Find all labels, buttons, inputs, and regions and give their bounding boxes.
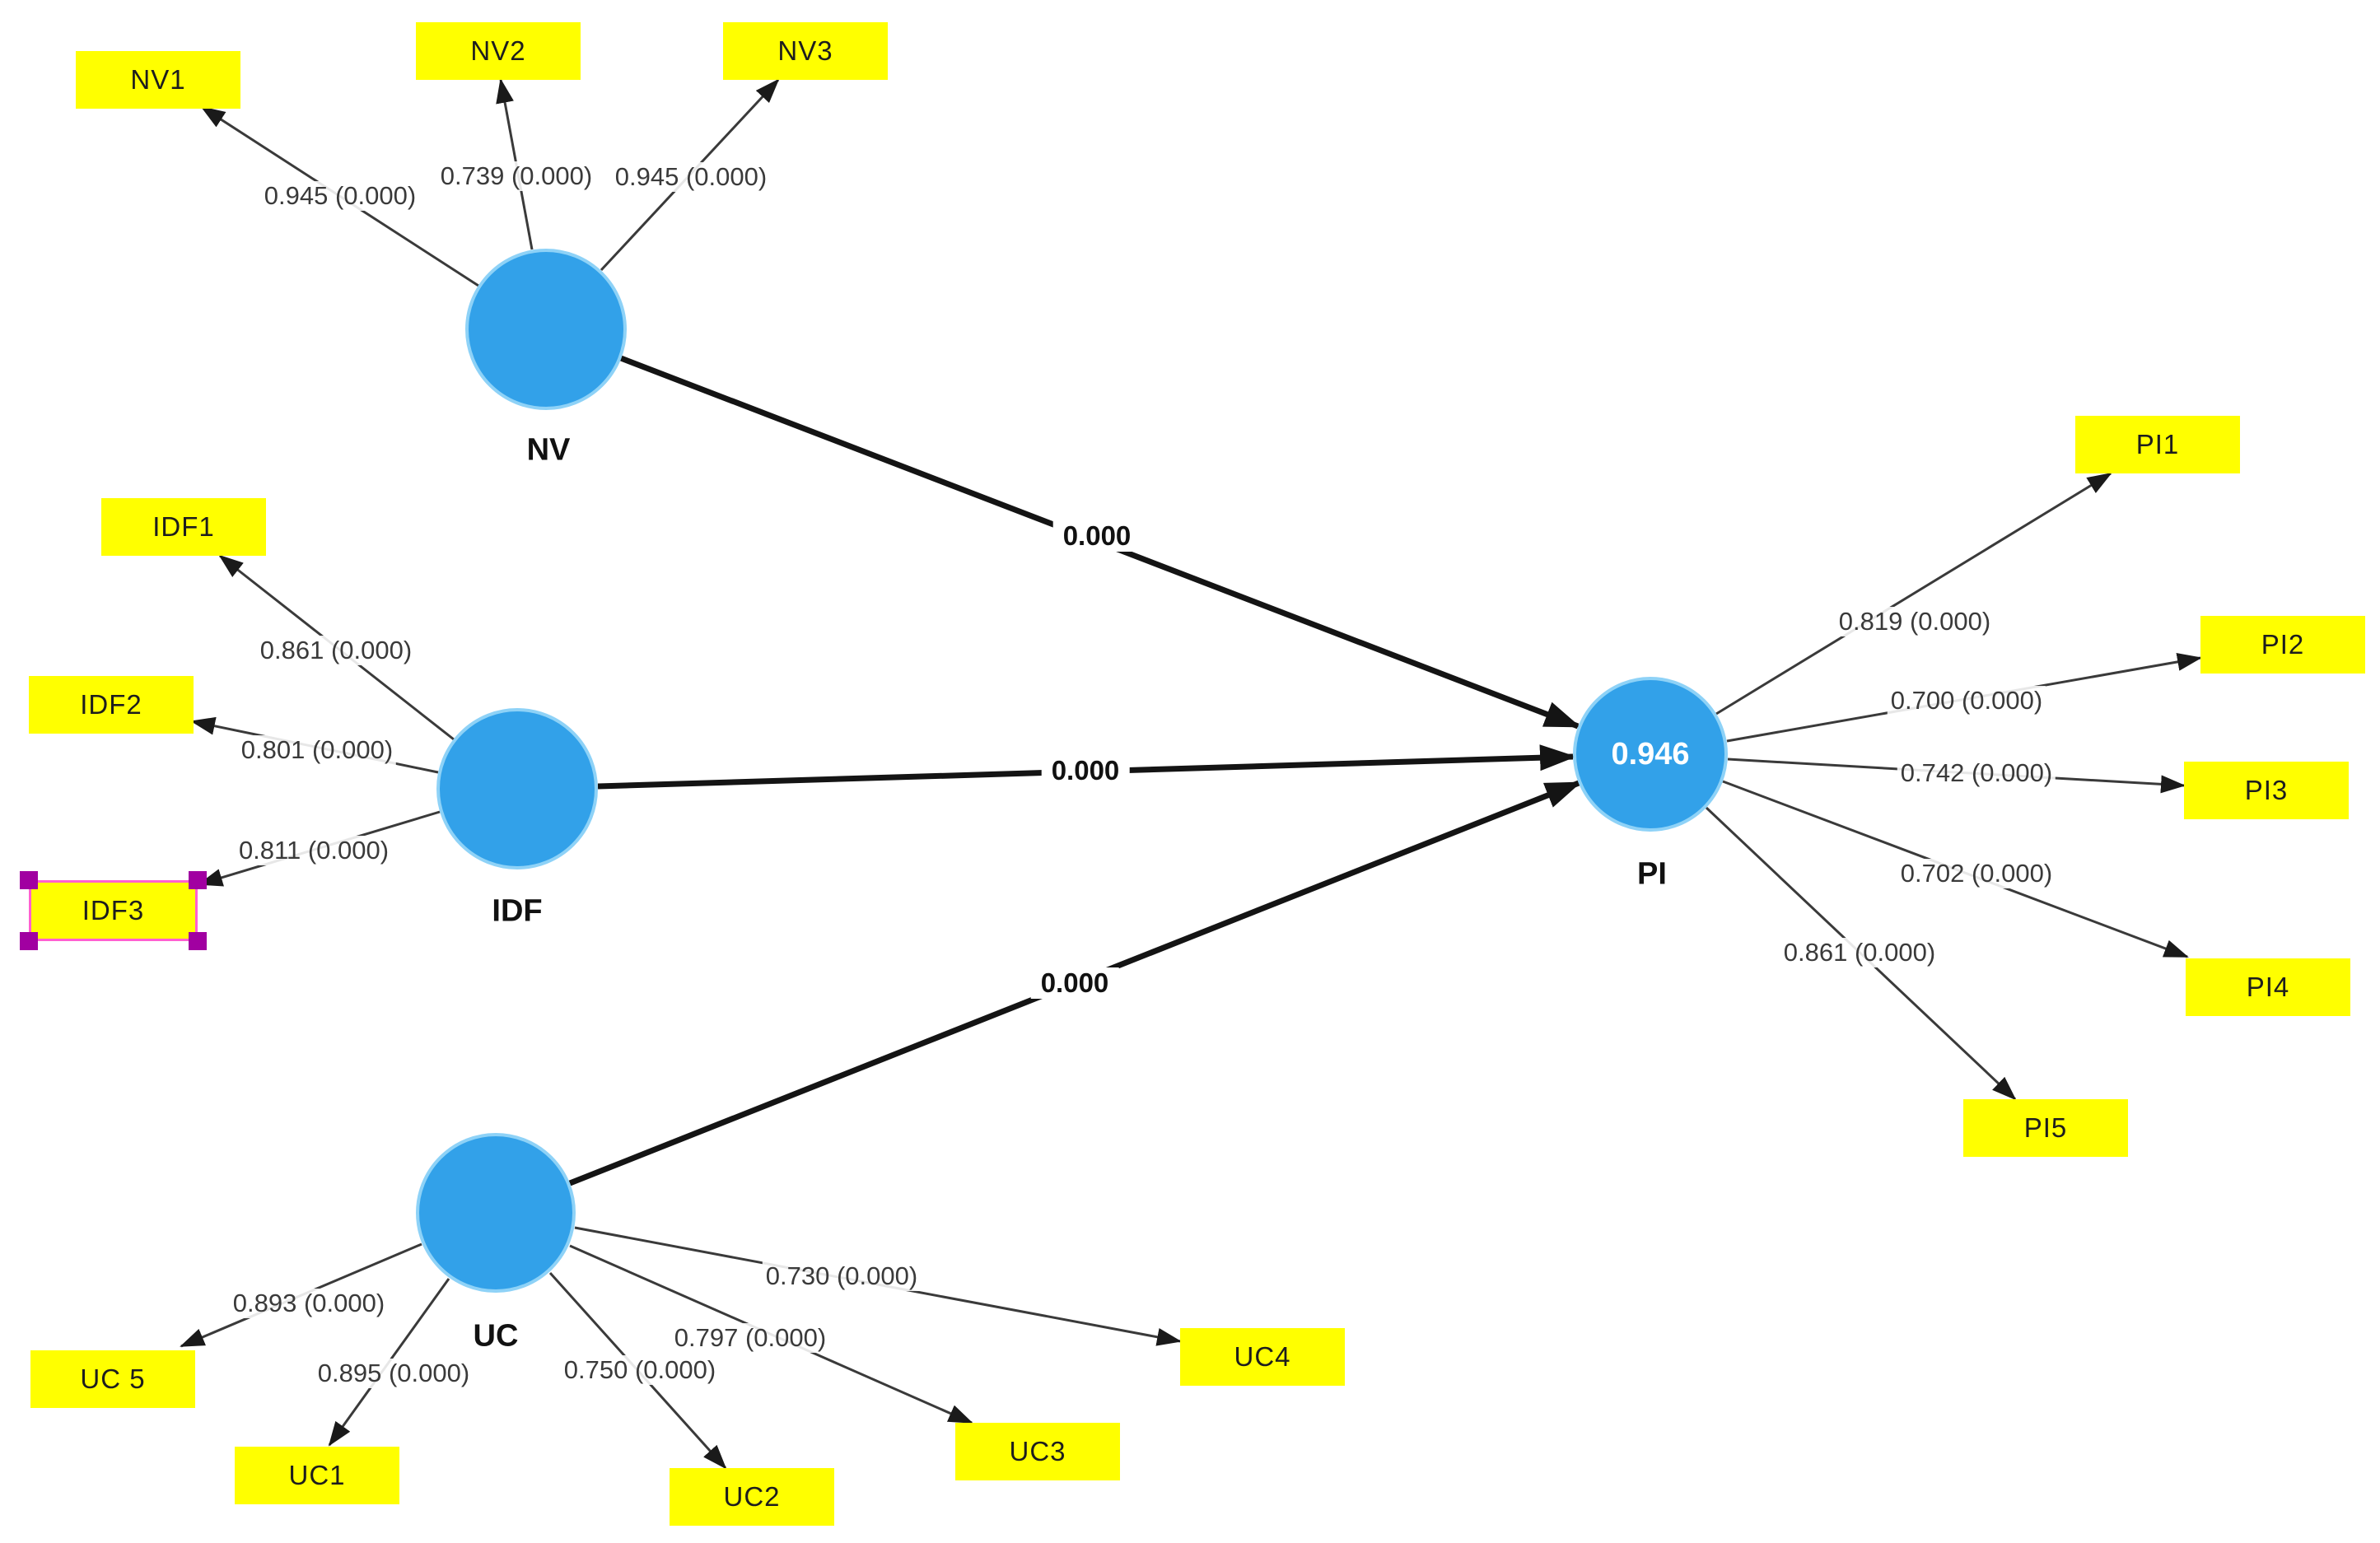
construct-nv[interactable]	[465, 249, 627, 410]
indicator-pi3[interactable]: PI3	[2184, 762, 2349, 819]
loading-label-pi3: 0.742 (0.000)	[1897, 758, 2056, 788]
loading-label-uc4: 0.730 (0.000)	[762, 1261, 922, 1291]
loading-label-uc5: 0.893 (0.000)	[229, 1289, 389, 1318]
construct-nv-label: NV	[526, 432, 571, 468]
loading-label-pi1: 0.819 (0.000)	[1835, 607, 1995, 636]
indicator-pi4[interactable]: PI4	[2186, 958, 2350, 1016]
selection-handle-top-right[interactable]	[189, 871, 207, 889]
construct-idf[interactable]	[436, 708, 598, 869]
path-coefficient-uc-pi: 0.000	[1030, 967, 1119, 999]
construct-pi-label: PI	[1637, 856, 1667, 892]
indicator-idf2-label: IDF2	[80, 689, 142, 720]
selection-handle-top-left[interactable]	[20, 871, 38, 889]
construct-pi[interactable]: 0.946	[1573, 677, 1728, 832]
indicator-uc3-label: UC3	[1009, 1436, 1066, 1466]
construct-idf-label: IDF	[492, 893, 543, 929]
indicator-uc2[interactable]: UC2	[670, 1468, 834, 1526]
path-coefficient-idf-pi: 0.000	[1041, 755, 1130, 786]
construct-uc[interactable]	[416, 1133, 576, 1293]
indicator-pi3-label: PI3	[2244, 775, 2289, 805]
indicator-idf2[interactable]: IDF2	[29, 676, 194, 734]
indicator-nv3-label: NV3	[777, 35, 833, 66]
indicator-uc5-label: UC 5	[80, 1364, 146, 1394]
indicator-pi4-label: PI4	[2246, 972, 2290, 1002]
indicator-uc2-label: UC2	[723, 1481, 781, 1512]
indicator-idf3-selected[interactable]: IDF3	[29, 880, 198, 941]
indicator-idf1[interactable]: IDF1	[101, 498, 266, 556]
indicator-uc4-label: UC4	[1234, 1341, 1291, 1372]
indicator-pi5-label: PI5	[2023, 1112, 2068, 1143]
loading-label-idf2: 0.801 (0.000)	[237, 735, 397, 765]
loading-label-pi2: 0.700 (0.000)	[1887, 686, 2046, 716]
indicator-pi1-label: PI1	[2135, 429, 2180, 459]
indicator-uc4[interactable]: UC4	[1180, 1328, 1345, 1386]
indicator-nv1[interactable]: NV1	[76, 51, 240, 109]
indicator-pi2[interactable]: PI2	[2200, 616, 2365, 674]
loading-label-nv2: 0.739 (0.000)	[436, 161, 596, 191]
loading-label-idf1: 0.861 (0.000)	[256, 636, 416, 665]
construct-uc-label: UC	[473, 1318, 519, 1354]
indicator-nv2[interactable]: NV2	[416, 22, 581, 80]
indicator-nv2-label: NV2	[470, 35, 526, 66]
indicator-uc1[interactable]: UC1	[235, 1447, 399, 1504]
loading-label-pi5: 0.861 (0.000)	[1780, 938, 1939, 967]
indicator-uc3[interactable]: UC3	[955, 1423, 1120, 1480]
indicator-pi5[interactable]: PI5	[1963, 1099, 2128, 1157]
indicator-nv1-label: NV1	[130, 64, 186, 95]
loading-label-pi4: 0.702 (0.000)	[1897, 859, 2056, 888]
loading-label-nv1: 0.945 (0.000)	[260, 181, 420, 211]
indicator-pi1[interactable]: PI1	[2075, 416, 2240, 473]
pi-r-squared-value: 0.946	[1611, 736, 1690, 772]
loading-label-nv3: 0.945 (0.000)	[611, 162, 771, 192]
indicator-uc1-label: UC1	[288, 1460, 346, 1490]
selection-handle-bottom-right[interactable]	[189, 932, 207, 950]
selection-handle-bottom-left[interactable]	[20, 932, 38, 950]
indicator-idf3-label: IDF3	[82, 895, 145, 925]
loading-label-uc3: 0.797 (0.000)	[670, 1323, 830, 1353]
arrow-pi-pi1[interactable]	[1715, 472, 2112, 716]
indicator-uc5[interactable]: UC 5	[30, 1350, 195, 1408]
loading-label-idf3: 0.811 (0.000)	[235, 836, 393, 865]
indicator-idf1-label: IDF1	[152, 511, 215, 542]
path-coefficient-nv-pi: 0.000	[1052, 520, 1141, 552]
indicator-nv3[interactable]: NV3	[723, 22, 888, 80]
indicator-pi2-label: PI2	[2261, 629, 2305, 660]
loading-label-uc2: 0.750 (0.000)	[560, 1355, 720, 1385]
loading-label-uc1: 0.895 (0.000)	[314, 1359, 474, 1388]
